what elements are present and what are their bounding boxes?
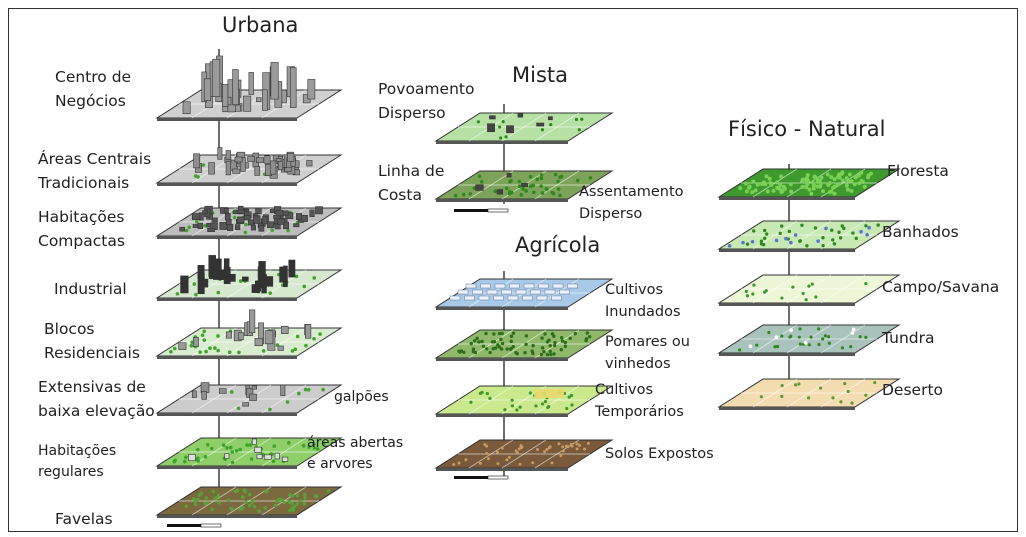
label-tundra: Tundra <box>882 329 935 347</box>
label-banhados: Banhados <box>882 223 959 241</box>
land-use-layers-illustration <box>155 49 901 528</box>
label-areas-abertas: áreas abertas e arvores <box>307 435 404 472</box>
mista-title: Mista <box>512 63 568 87</box>
label-centro-negocios: Centro de Negócios <box>55 68 132 110</box>
fisico-layer-1 <box>717 168 901 200</box>
urbana-layer-5 <box>155 309 343 359</box>
label-cultivos-temporarios: Cultivos Temporários <box>595 382 684 420</box>
mista-layer-1 <box>434 112 614 144</box>
label-assentamento-disperso: Assentamento Disperso <box>579 184 684 222</box>
label-galpoes: galpões <box>334 389 389 405</box>
label-areas-centrais: Áreas Centrais Tradicionais <box>38 150 152 192</box>
mista-layer-2 <box>434 170 614 202</box>
urbana-layer-2 <box>155 147 343 186</box>
label-industrial: Industrial <box>54 280 127 298</box>
agricola-layer-2 <box>434 329 614 361</box>
agricola-layer-3 <box>434 385 614 417</box>
fisico-layer-5 <box>717 378 901 410</box>
diagram-frame: Urbana Mista Agrícola Físico - Natural C… <box>8 8 1018 532</box>
urbana-title: Urbana <box>222 13 299 37</box>
urbana-layer-6 <box>155 382 343 416</box>
urbana-layer-4 <box>155 255 343 301</box>
label-pomares: Pomares ou vinhedos <box>605 334 690 372</box>
urbana-layer-7 <box>155 437 343 469</box>
fisico-layer-2 <box>717 220 901 252</box>
urbana-layer-1 <box>155 55 343 121</box>
label-extensivas: Extensivas de baixa elevação <box>38 378 155 420</box>
agricola-title: Agrícola <box>515 233 601 257</box>
label-favelas: Favelas <box>55 510 113 528</box>
fisico-layer-4 <box>717 324 901 356</box>
label-habitacoes-regulares: Habitações regulares <box>38 443 117 480</box>
label-solos-expostos: Solos Expostos <box>605 446 714 462</box>
label-blocos-residenciais: Blocos Residenciais <box>44 320 140 362</box>
label-deserto: Deserto <box>882 381 944 399</box>
urbana-layer-8 <box>155 486 343 518</box>
label-floresta: Floresta <box>887 162 949 180</box>
agricola-layer-1 <box>434 278 614 310</box>
agricola-layer-4 <box>434 439 614 471</box>
urbana-layer-3 <box>155 205 343 239</box>
fisico-layer-3 <box>717 274 901 306</box>
label-povoamento-disperso: Povoamento Disperso <box>378 80 475 122</box>
fisico-natural-title: Físico - Natural <box>728 117 886 141</box>
label-campo-savana: Campo/Savana <box>882 278 1000 296</box>
label-cultivos-inundados: Cultivos Inundados <box>605 282 681 320</box>
label-linha-costa: Linha de Costa <box>378 162 445 204</box>
label-habitacoes-compactas: Habitações Compactas <box>38 208 125 250</box>
